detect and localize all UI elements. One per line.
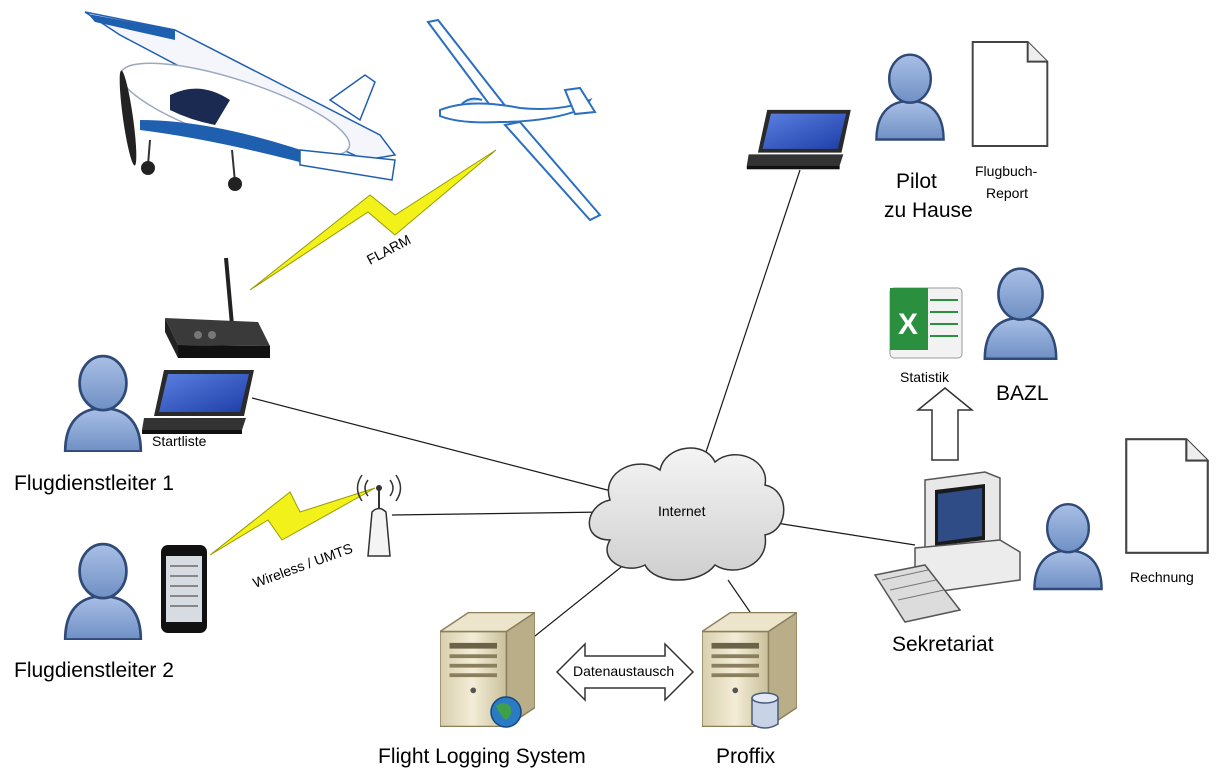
flugbuch-label-line1: Flugbuch- bbox=[975, 163, 1038, 179]
document-icon bbox=[1125, 438, 1209, 554]
flugdienstleiter-1-label: Flugdienstleiter 1 bbox=[14, 472, 174, 495]
rechnung-label: Rechnung bbox=[1130, 569, 1194, 585]
spreadsheet-icon: X bbox=[889, 287, 963, 359]
person-icon bbox=[875, 53, 945, 141]
wireless-label: Wireless / UMTS bbox=[251, 540, 355, 591]
flugdienstleiter-2-label: Flugdienstleiter 2 bbox=[14, 659, 174, 682]
upload-arrow-icon bbox=[915, 387, 975, 461]
server-icon bbox=[702, 612, 797, 727]
connection-lines bbox=[251, 169, 916, 641]
pilot-label-line1: Pilot bbox=[896, 170, 937, 193]
antenna-icon bbox=[356, 474, 402, 557]
flarm-label: FLARM bbox=[364, 231, 413, 267]
link-internet-proffix bbox=[727, 579, 751, 613]
airplane-icon bbox=[84, 11, 397, 191]
datenaustausch-label: Datenaustausch bbox=[573, 663, 674, 679]
flugbuch-label-line2: Report bbox=[986, 185, 1028, 201]
lightning-bolt-icon bbox=[249, 149, 497, 291]
smartphone-icon bbox=[161, 545, 207, 633]
statistik-label: Statistik bbox=[900, 369, 950, 385]
database-icon bbox=[751, 692, 779, 729]
laptop-icon bbox=[746, 109, 851, 170]
link-internet-fls bbox=[529, 559, 631, 641]
bazl-label: BAZL bbox=[996, 382, 1049, 405]
pilot-label-line2: zu Hause bbox=[884, 199, 973, 222]
internet-label: Internet bbox=[658, 503, 706, 519]
person-icon bbox=[63, 542, 143, 640]
proffix-label: Proffix bbox=[716, 745, 776, 768]
link-internet-sekretariat bbox=[769, 521, 916, 546]
startliste-label: Startliste bbox=[152, 433, 207, 449]
person-icon bbox=[983, 267, 1058, 361]
document-icon bbox=[971, 40, 1049, 148]
glider-icon bbox=[426, 18, 602, 222]
person-icon bbox=[1033, 502, 1103, 591]
svg-text:X: X bbox=[898, 308, 918, 341]
lightning-bolt-icon bbox=[209, 487, 376, 556]
link-antenna-internet bbox=[391, 511, 606, 516]
person-icon bbox=[63, 354, 143, 452]
link-laptop-internet bbox=[251, 397, 616, 493]
sekretariat-label: Sekretariat bbox=[892, 633, 994, 656]
desktop-computer-icon bbox=[873, 471, 1021, 623]
double-arrow-icon bbox=[555, 642, 695, 702]
laptop-icon bbox=[142, 370, 254, 434]
flight-logging-system-label: Flight Logging System bbox=[378, 745, 586, 768]
cloud-icon bbox=[588, 447, 785, 581]
globe-icon bbox=[490, 696, 522, 728]
flarm-receiver-icon bbox=[165, 257, 270, 358]
link-pilot-laptop-internet bbox=[704, 169, 801, 456]
